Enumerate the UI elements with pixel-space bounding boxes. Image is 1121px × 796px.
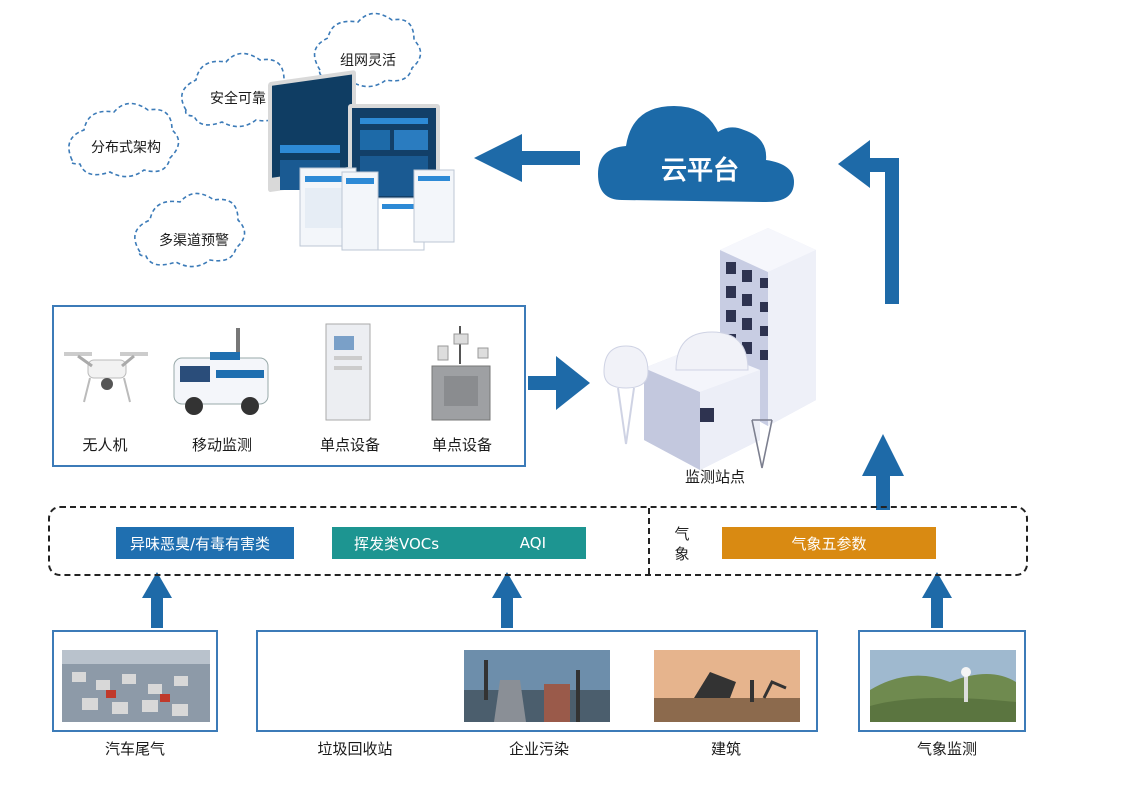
outdoor-station-icon bbox=[431, 326, 491, 421]
weather-side-label: 气 象 bbox=[674, 525, 690, 563]
cloud-platform-shape bbox=[598, 106, 794, 202]
tag-weather: 气象五参数 bbox=[722, 527, 936, 559]
tag-vocs-group: 挥发类VOCs AQI bbox=[332, 527, 586, 559]
arrow-sensors-to-station bbox=[862, 434, 904, 510]
cloud-label-distributed: 分布式架构 bbox=[91, 140, 161, 156]
device-label-single-2: 单点设备 bbox=[431, 436, 492, 454]
drone-icon bbox=[64, 352, 148, 403]
cloud-label-safe: 安全可靠 bbox=[210, 91, 266, 107]
cabinet-device-icon bbox=[325, 323, 371, 421]
arrow-station-to-cloud bbox=[838, 140, 899, 304]
cloud-label-flexible: 组网灵活 bbox=[340, 53, 396, 69]
arrow-devices-to-station bbox=[528, 356, 590, 410]
arrow-car-up bbox=[142, 572, 172, 628]
traffic-photo bbox=[62, 650, 210, 722]
tag-aqi: AQI bbox=[519, 534, 546, 552]
arrow-cloud-to-screens bbox=[474, 134, 580, 182]
sensor-row-divider bbox=[648, 508, 650, 574]
source-label-garbage: 垃圾回收站 bbox=[317, 740, 393, 758]
cloud-label-alert: 多渠道预警 bbox=[159, 233, 229, 249]
weather-station-photo bbox=[870, 650, 1016, 722]
source-label-construction: 建筑 bbox=[710, 740, 741, 758]
source-label-weather: 气象监测 bbox=[916, 740, 977, 758]
cloud-outline-distributed bbox=[68, 102, 180, 178]
dashboard-screens-illustration bbox=[268, 70, 455, 251]
source-box-car bbox=[52, 630, 218, 732]
industry-photo bbox=[464, 650, 610, 722]
device-label-mobile: 移动监测 bbox=[191, 436, 252, 454]
sensor-category-row bbox=[48, 506, 1028, 576]
source-box-pollution bbox=[256, 630, 818, 732]
arrow-pollution-up bbox=[492, 572, 522, 628]
source-label-industry: 企业污染 bbox=[508, 740, 569, 758]
station-label: 监测站点 bbox=[684, 468, 745, 486]
tag-vocs: 挥发类VOCs bbox=[354, 534, 440, 553]
device-label-drone: 无人机 bbox=[82, 436, 128, 454]
device-box bbox=[52, 305, 526, 467]
source-box-weather bbox=[858, 630, 1026, 732]
construction-photo bbox=[654, 650, 800, 722]
cloud-outline-alert bbox=[134, 192, 246, 268]
cloud-platform-label: 云平台 bbox=[660, 156, 739, 186]
arrow-weather-up bbox=[922, 572, 952, 628]
mobile-vehicle-icon bbox=[173, 328, 269, 415]
monitoring-station-illustration bbox=[603, 228, 816, 470]
device-label-single-1: 单点设备 bbox=[319, 436, 380, 454]
source-label-car: 汽车尾气 bbox=[104, 740, 165, 758]
tag-odor: 异味恶臭/有毒有害类 bbox=[116, 527, 294, 559]
